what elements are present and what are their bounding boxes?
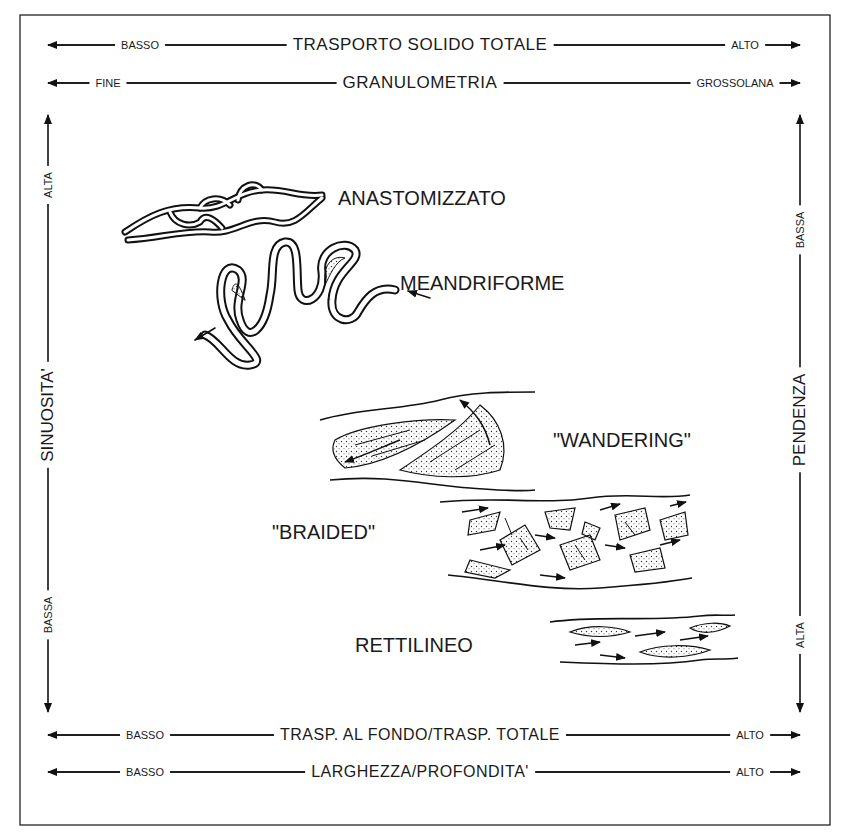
pattern-name: ANASTOMIZZATO: [338, 187, 506, 209]
axis-label: ALTO: [730, 766, 770, 778]
axis-label: GROSSOLANA: [690, 77, 779, 89]
axis-label: ALTO: [730, 729, 770, 741]
axis-label: TRASPORTO SOLIDO TOTALE: [287, 36, 554, 55]
axis-label: ALTA: [794, 616, 806, 654]
axis-label: PENDENZA: [791, 368, 810, 473]
pattern-name: RETTILINEO: [355, 634, 473, 656]
axis-label: BASSO: [120, 729, 170, 741]
axis-label: ALTA: [42, 166, 54, 204]
axis-label: TRASP. AL FONDO/TRASP. TOTALE: [274, 726, 566, 744]
axis-label: GRANULOMETRIA: [337, 74, 504, 93]
axis-label: BASSO: [120, 766, 170, 778]
axis-label: ALTO: [725, 39, 765, 51]
axis-label: BASSO: [115, 39, 165, 51]
pattern-name: "BRAIDED": [272, 521, 375, 543]
axis-label: BASSA: [794, 206, 806, 255]
axis-label: LARGHEZZA/PROFONDITA': [305, 763, 535, 781]
axis-label: FINE: [89, 77, 126, 89]
pattern-name: MEANDRIFORME: [400, 272, 564, 294]
axis-label: BASSA: [42, 591, 54, 640]
axis-label: SINUOSITA': [39, 362, 58, 468]
pattern-name: "WANDERING": [553, 429, 691, 451]
